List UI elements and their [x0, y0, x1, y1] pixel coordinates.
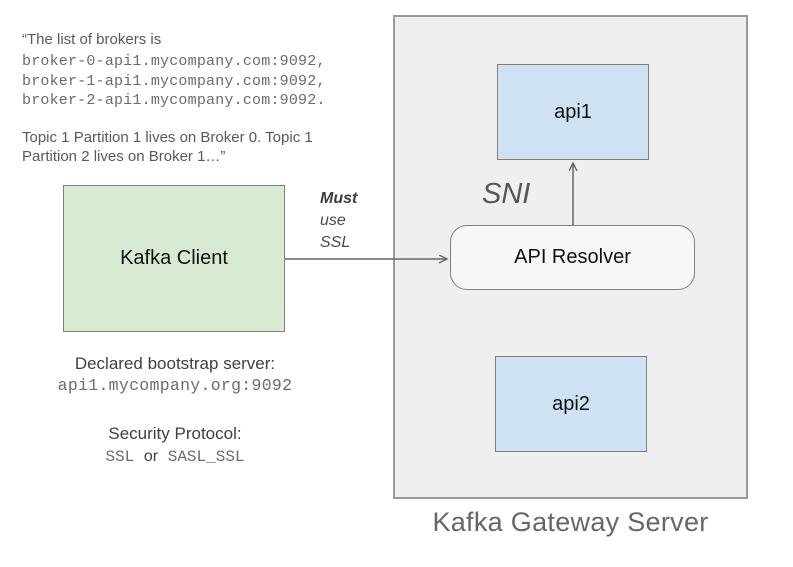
ssl-word: SSL: [320, 234, 351, 251]
brokers-quote-intro: “The list of brokers is: [22, 31, 162, 48]
use-word: use: [320, 212, 346, 229]
brokers-list: broker-0-api1.mycompany.com:9092, broker…: [22, 52, 326, 111]
topic-partition-note: Topic 1 Partition 1 lives on Broker 0. T…: [22, 129, 313, 165]
bootstrap-heading: Declared bootstrap server:: [74, 354, 276, 373]
broker-line: broker-0-api1.mycompany.com:9092,: [22, 53, 326, 70]
api-resolver-node: API Resolver: [450, 225, 695, 290]
security-or: or: [143, 448, 159, 465]
api2-node: api2: [495, 356, 647, 452]
kafka-gateway-server-label: Kafka Gateway Server: [432, 507, 709, 537]
api2-label: api2: [552, 392, 590, 415]
broker-line: broker-2-api1.mycompany.com:9092.: [22, 92, 326, 109]
api-resolver-label: API Resolver: [514, 246, 631, 268]
kafka-client-node: Kafka Client: [63, 185, 285, 332]
security-heading: Security Protocol:: [108, 424, 242, 443]
bootstrap-server-block: Declared bootstrap server: api1.mycompan…: [30, 353, 320, 397]
bootstrap-value: api1.mycompany.org:9092: [57, 376, 293, 395]
must-use-ssl-label: Must use SSL: [320, 188, 390, 254]
security-options: SSL or SASL_SSL: [30, 445, 320, 469]
api1-label: api1: [554, 100, 592, 123]
sni-label: SNI: [482, 178, 531, 210]
must-word: Must: [320, 190, 358, 207]
security-protocol-block: Security Protocol: SSL or SASL_SSL: [30, 423, 320, 469]
security-option-sasl-ssl: SASL_SSL: [167, 448, 245, 466]
broker-line: broker-1-api1.mycompany.com:9092,: [22, 72, 326, 90]
security-option-ssl: SSL: [105, 448, 135, 466]
api1-node: api1: [497, 64, 649, 160]
kafka-client-label: Kafka Client: [120, 247, 228, 269]
